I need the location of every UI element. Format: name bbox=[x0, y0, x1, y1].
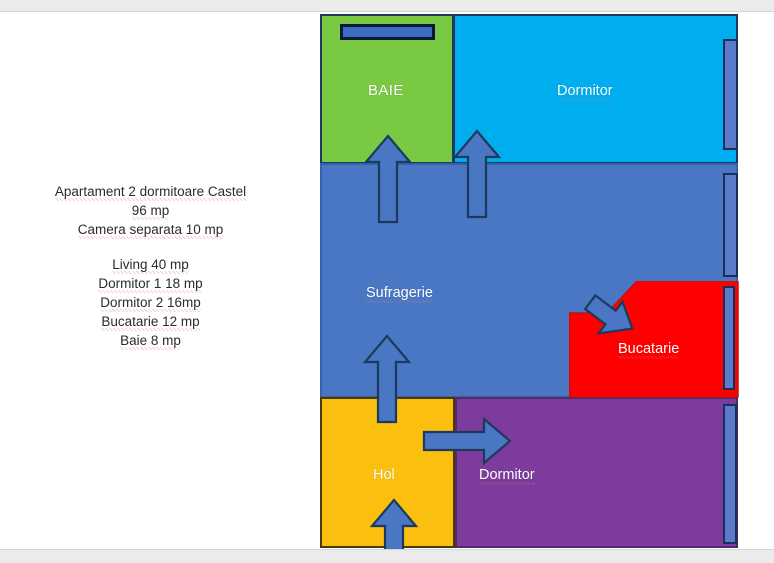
window-dormitor-2 bbox=[723, 404, 737, 544]
legend-line-bedroom-1: Dormitor 1 18 mp bbox=[98, 276, 203, 293]
window-bucatarie bbox=[723, 286, 735, 390]
room-label-baie: BAIE bbox=[368, 82, 404, 99]
room-label-bucatarie: Bucatarie bbox=[618, 341, 680, 359]
room-label-hol: Hol bbox=[373, 467, 395, 483]
arrow-up-to-baie-icon bbox=[363, 134, 413, 224]
arrow-up-to-dormitor-1-icon bbox=[452, 129, 502, 219]
legend-line-living: Living 40 mp bbox=[112, 257, 189, 274]
window-chrome-bottom bbox=[0, 549, 774, 563]
legend-line-bedroom-2: Dormitor 2 16mp bbox=[100, 295, 201, 312]
window-chrome-top bbox=[0, 0, 774, 12]
apartment-legend: Apartament 2 dormitoare Castel 96 mp Cam… bbox=[18, 182, 283, 350]
legend-line-total-area: 96 mp bbox=[131, 203, 170, 220]
legend-line-bathroom: Baie 8 mp bbox=[120, 333, 181, 350]
arrow-diagonal-to-bucatarie-icon bbox=[583, 285, 642, 341]
arrow-right-hol-to-dormitor-2-icon bbox=[422, 416, 512, 466]
legend-line-title: Apartament 2 dormitoare Castel bbox=[54, 184, 247, 201]
arrow-up-hol-to-sufragerie-icon bbox=[362, 334, 412, 424]
bathroom-fixture-icon bbox=[340, 24, 435, 40]
room-label-dormitor-2: Dormitor bbox=[479, 467, 535, 485]
window-dormitor-1 bbox=[723, 39, 738, 150]
legend-line-separate-room: Camera separata 10 mp bbox=[77, 222, 224, 239]
room-label-dormitor-1: Dormitor bbox=[557, 83, 613, 101]
room-label-sufragerie: Sufragerie bbox=[366, 285, 433, 303]
legend-line-kitchen: Bucatarie 12 mp bbox=[101, 314, 200, 331]
window-sufragerie bbox=[723, 173, 738, 277]
